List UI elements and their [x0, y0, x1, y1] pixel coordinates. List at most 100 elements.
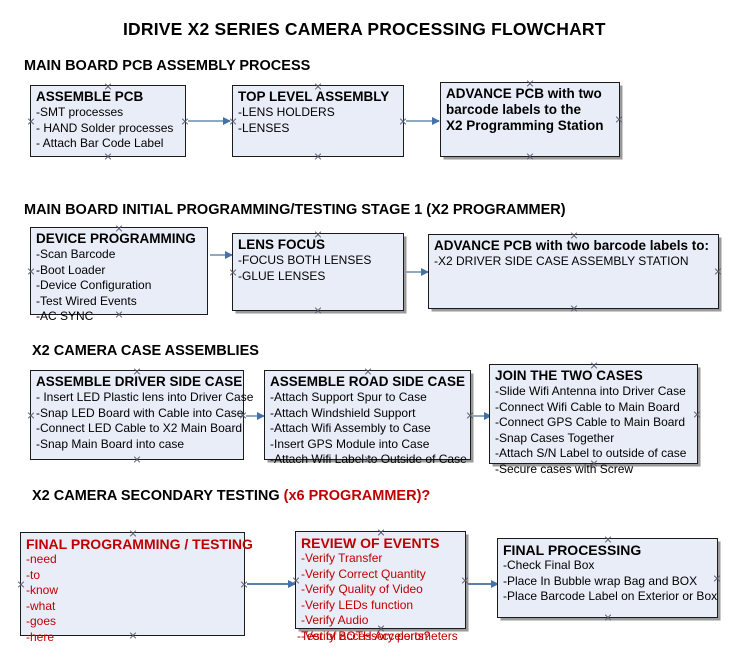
resize-handle-bottom[interactable]	[314, 152, 323, 161]
resize-handle-left[interactable]	[27, 267, 36, 276]
node-line: -Attach Wifi Assembly to Case	[270, 421, 431, 435]
resize-handle-bottom[interactable]	[133, 455, 142, 464]
node-line: -SMT processes	[36, 105, 124, 119]
node-line: -what	[26, 598, 56, 613]
arrowhead-icon	[257, 411, 265, 420]
resize-handle-bottom[interactable]	[314, 306, 323, 315]
node-line-overflow-test-of-accessory-ports: -Test of accessory ports?	[297, 629, 431, 643]
node-line: -Place In Bubble wrap Bag and BOX	[503, 573, 698, 588]
section-heading-text: X2 CAMERA SECONDARY TESTING	[32, 488, 284, 504]
node-line: -X2 DRIVER SIDE CASE ASSEMBLY STATION	[434, 254, 689, 268]
node-line: -Verify Quality of Video	[301, 582, 423, 596]
node-line: -Boot Loader	[36, 262, 106, 277]
node-line: -LENS HOLDERS	[238, 105, 335, 119]
node-line: -FOCUS BOTH LENSES	[238, 253, 372, 267]
node-line: -Attach Windshield Support	[270, 405, 416, 420]
node-title: LENS FOCUS	[238, 237, 326, 252]
resize-handle-left[interactable]	[229, 268, 238, 277]
node-line: -Slide Wifi Antenna into Driver Case	[495, 384, 686, 398]
node-line: -Verify LEDs function	[301, 597, 414, 612]
resize-handle-left[interactable]	[27, 117, 36, 126]
node-line: -Connect Wifi Cable to Main Board	[495, 399, 680, 414]
node-title: FINAL PROGRAMMING / TESTING	[26, 536, 253, 552]
node-line: barcode labels to the	[446, 102, 582, 117]
node-line: - Attach Bar Code Label	[36, 136, 164, 150]
resize-handle-bottom[interactable]	[603, 613, 612, 622]
node-line: -AC SYNC	[36, 309, 94, 323]
node-line: -Device Configuration	[36, 278, 152, 292]
connector-lens-focus-to-advance-pcb	[406, 267, 429, 276]
node-assemble-pcb[interactable]: ASSEMBLE PCB -SMT processes - HAND Solde…	[30, 85, 186, 157]
node-final-programming-testing[interactable]: FINAL PROGRAMMING / TESTING -need -to -k…	[17, 532, 253, 644]
node-title: ASSEMBLE PCB	[36, 89, 144, 104]
node-line: -Check Final Box	[503, 558, 595, 572]
node-title: ADVANCE PCB with two	[446, 86, 602, 101]
node-line: -Verify Audio	[301, 613, 369, 627]
arrowhead-icon	[432, 116, 440, 125]
node-line: -Snap Main Board into case	[36, 436, 185, 451]
node-final-processing[interactable]: FINAL PROCESSING -Check Final Box -Place…	[497, 538, 718, 618]
node-review-of-events[interactable]: REVIEW OF EVENTS -Verify Transfer -Verif…	[295, 531, 466, 643]
node-line: -Attach S/N Label to outside of case	[495, 446, 687, 460]
node-line: -Place Barcode Label on Exterior or Box	[503, 589, 718, 603]
node-lens-focus[interactable]: LENS FOCUS -FOCUS BOTH LENSES -GLUE LENS…	[232, 233, 404, 311]
node-line: -Secure cases with Screw	[495, 461, 634, 476]
resize-handle-bottom[interactable]	[526, 152, 535, 161]
node-line: -Test Wired Events	[36, 293, 137, 308]
node-line: -Insert GPS Module into Case	[270, 436, 430, 451]
node-line: -Snap LED Board with Cable into Case	[36, 405, 244, 420]
node-advance-pcb-to-programming-station[interactable]: ADVANCE PCB with two barcode labels to t…	[440, 82, 620, 157]
node-line: -know	[26, 583, 59, 597]
arrowhead-icon	[484, 411, 492, 420]
section-heading-x2-camera-secondary-testing: X2 CAMERA SECONDARY TESTING (x6 PROGRAMM…	[32, 488, 430, 504]
node-line: -to	[26, 567, 41, 582]
node-title: TOP LEVEL ASSEMBLY	[238, 89, 390, 104]
node-line: -Connect GPS Cable to Main Board	[495, 415, 686, 429]
connector-top-level-assembly-to-advance-pcb	[406, 116, 440, 125]
node-join-the-two-cases[interactable]: JOIN THE TWO CASES -Slide Wifi Antenna i…	[489, 364, 698, 476]
node-title: DEVICE PROGRAMMING	[36, 231, 196, 246]
node-title: ASSEMBLE ROAD SIDE CASE	[270, 374, 466, 389]
node-line: -Scan Barcode	[36, 247, 116, 261]
node-line: -Snap Cases Together	[495, 430, 615, 445]
node-line: -Connect LED Cable to X2 Main Board	[36, 421, 243, 435]
connector-driver-side-to-road-side	[246, 411, 265, 420]
node-line: -Verify BOTH Accelerometers	[301, 628, 458, 643]
arrowhead-icon	[491, 579, 499, 588]
resize-handle-bottom[interactable]	[104, 152, 113, 161]
connector-review-of-events-to-final-processing	[468, 579, 499, 588]
node-top-level-assembly[interactable]: TOP LEVEL ASSEMBLY -LENS HOLDERS -LENSES	[232, 85, 404, 157]
section-heading-accent: (x6 PROGRAMMER)?	[283, 488, 431, 504]
arrowhead-icon	[288, 579, 296, 588]
section-heading-main-board-pcb-assembly: MAIN BOARD PCB ASSEMBLY PROCESS	[24, 58, 311, 74]
node-line: -need	[26, 552, 57, 566]
node-title: FINAL PROCESSING	[503, 542, 642, 558]
resize-handle-left[interactable]	[27, 411, 36, 420]
node-line: -Verify Transfer	[301, 551, 383, 565]
page-title: IDRIVE X2 SERIES CAMERA PROCESSING FLOWC…	[123, 19, 606, 39]
section-heading-x2-camera-case-assemblies: X2 CAMERA CASE ASSEMBLIES	[32, 343, 259, 359]
node-line: - HAND Solder processes	[36, 120, 174, 135]
node-device-programming[interactable]: DEVICE PROGRAMMING -Scan Barcode -Boot L…	[27, 227, 208, 323]
resize-handle-left[interactable]	[17, 580, 26, 589]
node-title: ASSEMBLE DRIVER SIDE CASE	[36, 374, 243, 389]
node-line: -here	[26, 629, 55, 644]
connector-assemble-pcb-to-top-level-assembly	[188, 116, 231, 125]
node-advance-pcb-to-driver-side-case[interactable]: ADVANCE PCB with two barcode labels to: …	[428, 234, 719, 309]
node-line: -LENSES	[238, 120, 290, 135]
node-line: -Attach Wifi Label to Outside of Case	[270, 452, 467, 466]
node-assemble-driver-side-case[interactable]: ASSEMBLE DRIVER SIDE CASE - Insert LED P…	[27, 370, 253, 460]
resize-handle-bottom[interactable]	[569, 304, 578, 313]
connector-road-side-to-join-cases	[473, 411, 492, 420]
connector-final-programming-to-review-of-events	[247, 579, 296, 588]
node-assemble-road-side-case[interactable]: ASSEMBLE ROAD SIDE CASE -Attach Support …	[264, 370, 471, 466]
connector-device-programming-to-lens-focus	[210, 250, 233, 259]
node-title: JOIN THE TWO CASES	[495, 368, 643, 383]
arrowhead-icon	[223, 116, 231, 125]
node-title: REVIEW OF EVENTS	[301, 535, 440, 551]
node-line: X2 Programming Station	[446, 118, 604, 133]
node-line: -Attach Support Spur to Case	[270, 390, 427, 404]
arrowhead-icon	[225, 250, 233, 259]
section-heading-main-board-initial-programming: MAIN BOARD INITIAL PROGRAMMING/TESTING S…	[24, 202, 566, 218]
